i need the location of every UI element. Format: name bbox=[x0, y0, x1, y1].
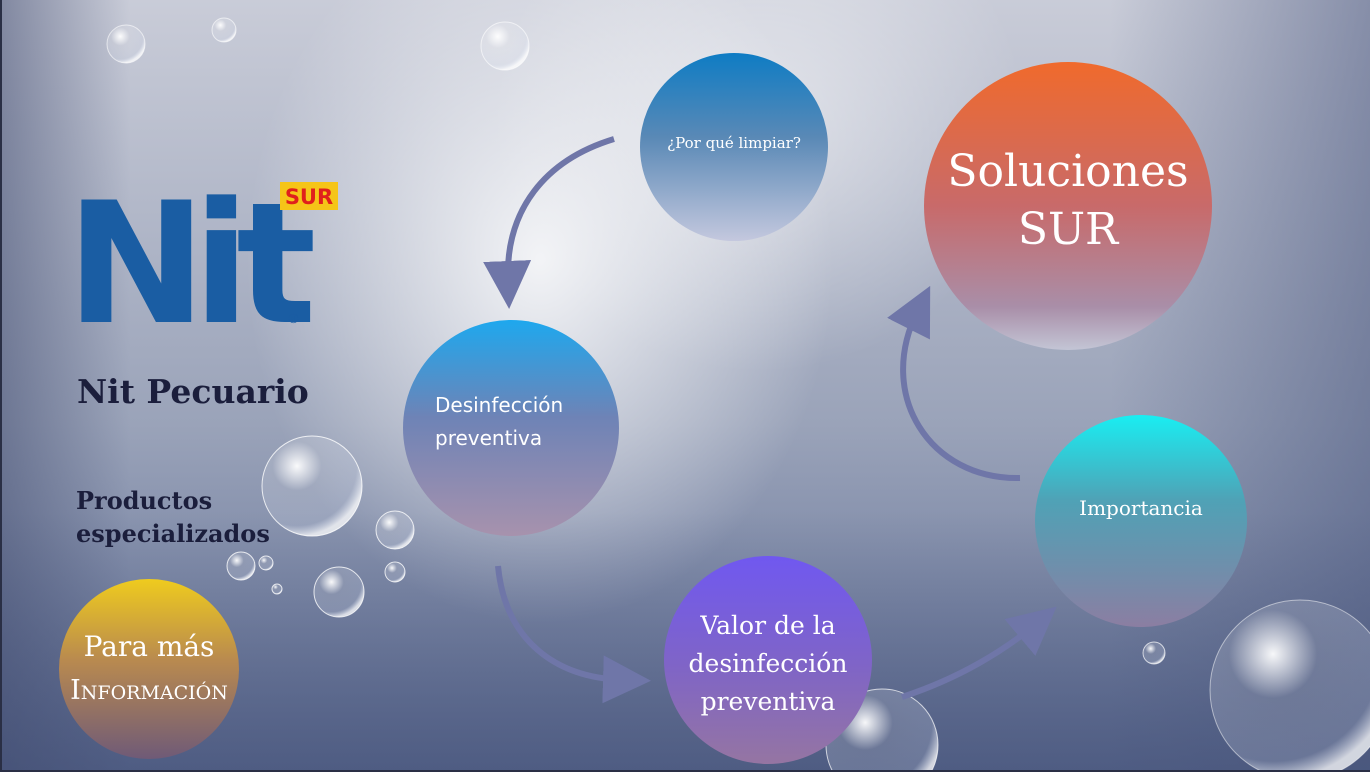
node-soluciones-line1: Soluciones bbox=[947, 143, 1188, 201]
node-desinfeccion-line2: preventiva bbox=[435, 422, 563, 455]
brand-subtitle-line1: Productos bbox=[76, 484, 270, 517]
brand-subtitle: Productos especializados bbox=[76, 484, 270, 550]
node-soluciones-line2: SUR bbox=[947, 201, 1188, 259]
node-info-line1: Para más bbox=[70, 625, 228, 669]
arrow-porque-to-desinfeccion bbox=[508, 139, 614, 282]
node-valor-line1: Valor de la bbox=[689, 607, 848, 645]
registered-mark: ® bbox=[287, 312, 300, 327]
node-desinfeccion-line1: Desinfección bbox=[435, 389, 563, 422]
nit-sur-logo: Nit SUR ® bbox=[66, 180, 346, 330]
node-valor-desinfeccion[interactable]: Valor de la desinfección preventiva bbox=[664, 556, 872, 764]
node-desinfeccion-preventiva[interactable]: Desinfección preventiva bbox=[403, 320, 619, 536]
brand-subtitle-line2: especializados bbox=[76, 517, 270, 550]
logo-wordmark: Nit bbox=[66, 180, 313, 330]
arrow-desinfeccion-to-valor bbox=[498, 566, 624, 680]
logo-badge-text: SUR bbox=[285, 185, 333, 209]
node-valor-line2: desinfección bbox=[689, 645, 848, 683]
node-info-line2: Información bbox=[70, 669, 228, 713]
node-soluciones-sur[interactable]: Soluciones SUR bbox=[924, 62, 1212, 350]
arrow-importancia-to-soluciones bbox=[903, 310, 1020, 478]
node-importancia[interactable]: Importancia bbox=[1035, 415, 1247, 627]
node-importancia-label: Importancia bbox=[1079, 496, 1203, 520]
node-para-mas-informacion[interactable]: Para más Información bbox=[59, 579, 239, 759]
arrow-valor-to-importancia bbox=[902, 624, 1036, 697]
node-por-que-limpiar-label: ¿Por qué limpiar? bbox=[667, 134, 801, 152]
node-valor-line3: preventiva bbox=[689, 683, 848, 721]
node-por-que-limpiar[interactable]: ¿Por qué limpiar? bbox=[640, 53, 828, 241]
brand-title: Nit Pecuario bbox=[77, 372, 309, 411]
